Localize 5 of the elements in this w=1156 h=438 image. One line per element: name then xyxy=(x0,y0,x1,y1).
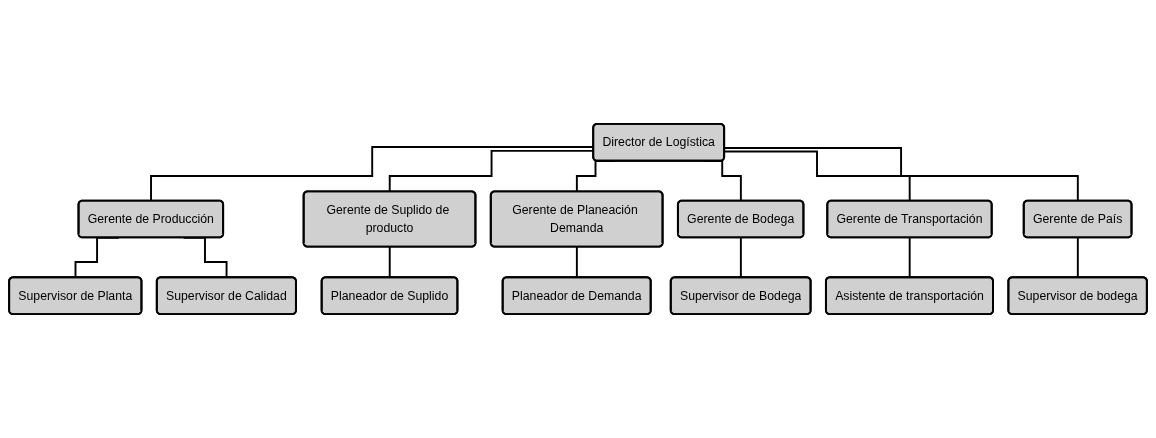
connector xyxy=(575,246,578,279)
connector xyxy=(739,236,742,279)
connector xyxy=(1076,236,1079,279)
connector xyxy=(908,236,911,279)
connector xyxy=(388,246,391,279)
